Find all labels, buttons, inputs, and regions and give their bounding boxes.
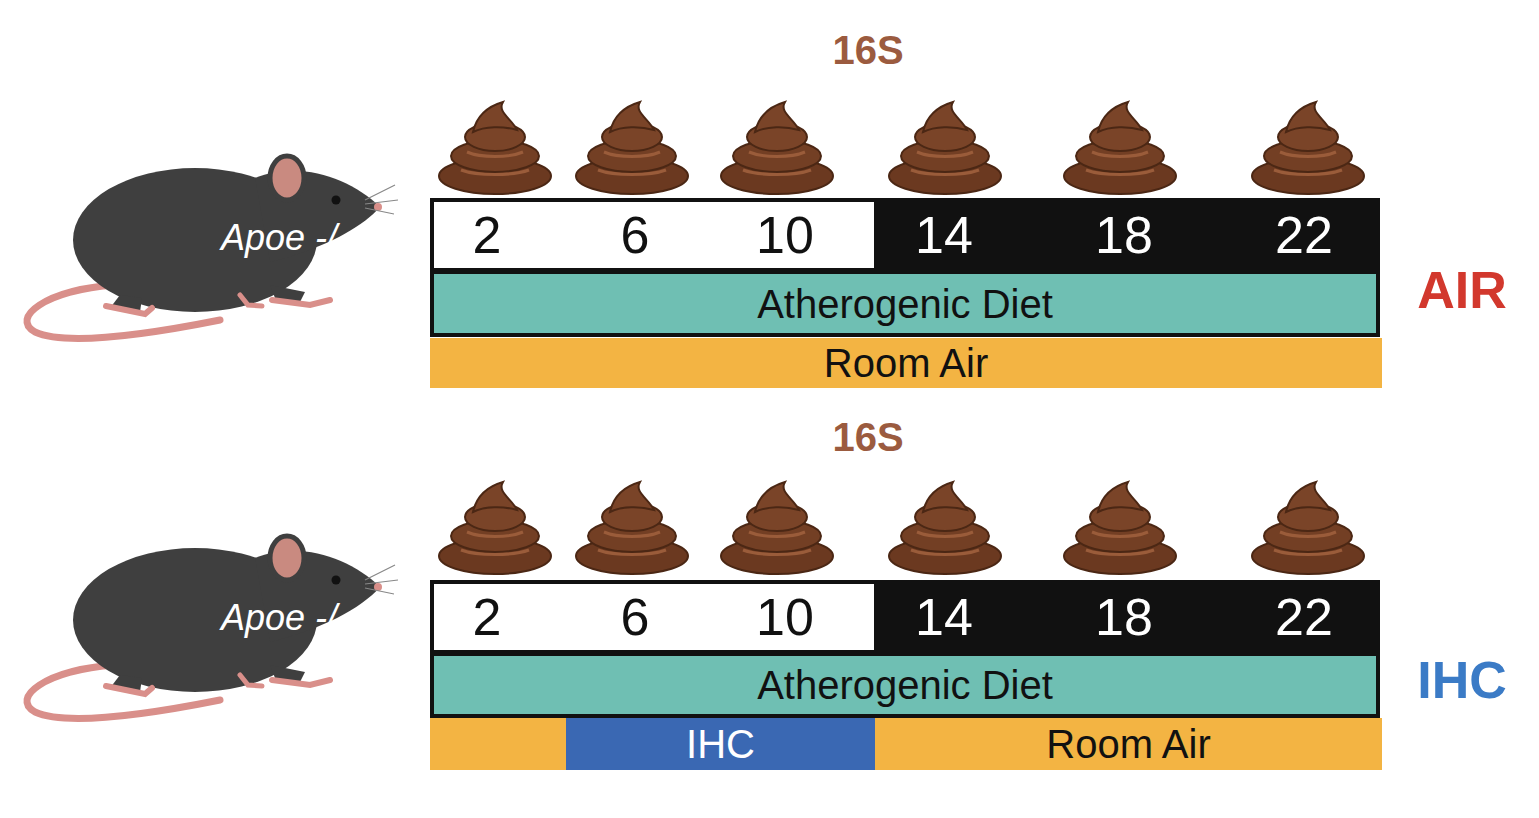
label-holder: 16S [768, 15, 968, 85]
tick-slot: 22 [1234, 584, 1374, 650]
ihc-band: IHC [566, 718, 875, 770]
week-number: 18 [1095, 591, 1153, 643]
timeline-dark: 14 18 22 [874, 198, 1380, 272]
week-number: 2 [473, 591, 502, 643]
air-band: Room Air [430, 338, 1382, 388]
tick-slot: 2 [417, 584, 557, 650]
tick-slot: 10 [715, 202, 855, 268]
week-number: 6 [621, 591, 650, 643]
band-text: Atherogenic Diet [757, 663, 1053, 707]
band-text: Atherogenic Diet [757, 282, 1053, 326]
week-number: 14 [915, 209, 973, 261]
week-number: 2 [473, 209, 502, 261]
week-number: 14 [915, 591, 973, 643]
tick-slot: 18 [1054, 202, 1194, 268]
week-number: 10 [756, 591, 814, 643]
diet-band: Atherogenic Diet [430, 270, 1380, 337]
tick-slot: 14 [874, 584, 1014, 650]
week-number: 18 [1095, 209, 1153, 261]
sample-label: 16S [832, 28, 903, 73]
band-text: Apoe -/- [221, 218, 349, 258]
air-band: Room Air [875, 718, 1382, 770]
timeline-light: 2 6 10 [430, 198, 874, 272]
label-holder: 16S [768, 402, 968, 472]
tick-slot: 18 [1054, 584, 1194, 650]
band-text: IHC [686, 722, 755, 766]
week-number: 6 [621, 209, 650, 261]
tick-slot: 22 [1234, 202, 1374, 268]
week-number: 22 [1275, 591, 1333, 643]
tick-slot: 14 [874, 202, 1014, 268]
tick-slot: 6 [565, 584, 705, 650]
label-holder: AIR [1362, 255, 1539, 325]
week-number: 22 [1275, 209, 1333, 261]
week-number: 10 [756, 209, 814, 261]
mouse-label: Apoe -/- [170, 592, 400, 644]
timeline-dark: 14 18 22 [874, 580, 1380, 654]
tick-slot: 10 [715, 584, 855, 650]
sample-label: 16S [832, 415, 903, 460]
tick-slot: 6 [565, 202, 705, 268]
tick-slot: 2 [417, 202, 557, 268]
band-text: Apoe -/- [221, 598, 349, 638]
band-text: Room Air [824, 341, 989, 385]
group-label: AIR [1417, 260, 1507, 320]
label-holder: IHC [1362, 645, 1539, 715]
mouse-label: Apoe -/- [170, 212, 400, 264]
band-text: Room Air [1046, 722, 1211, 766]
diet-band: Atherogenic Diet [430, 652, 1380, 718]
group-label: IHC [1417, 650, 1507, 710]
timeline-light: 2 6 10 [430, 580, 874, 654]
